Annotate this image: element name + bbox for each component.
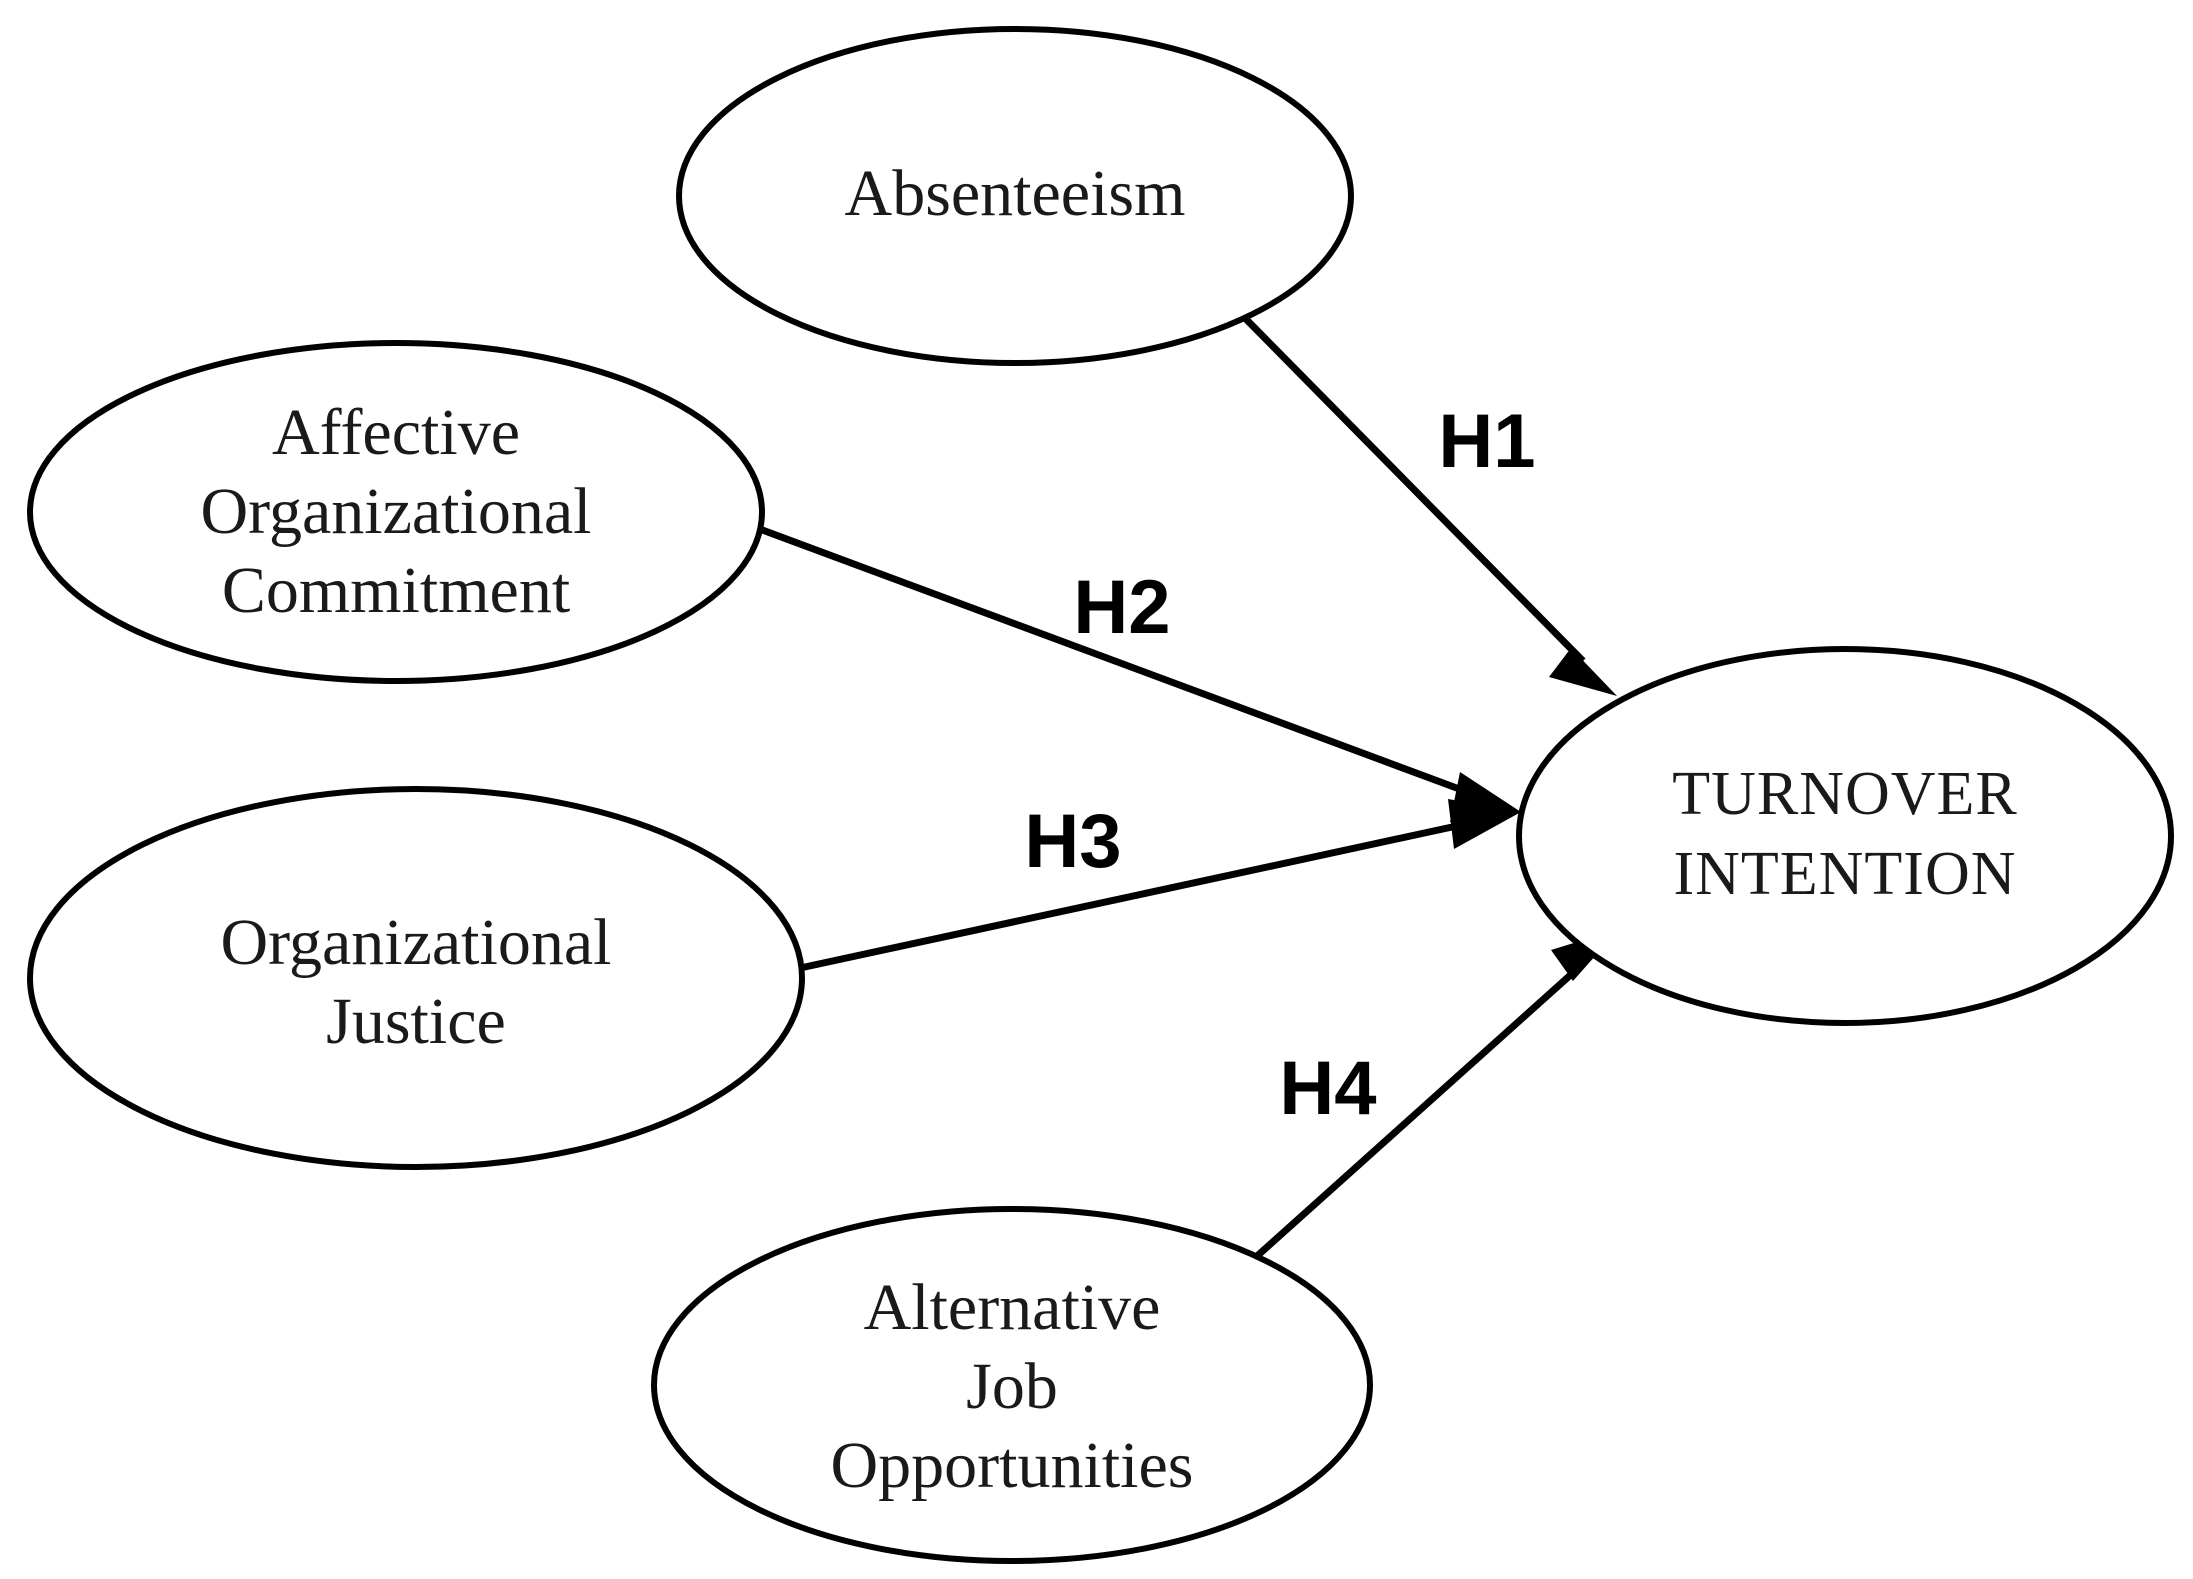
node-turnover-intention-shape [1516, 646, 2174, 1026]
node-turnover-intention[interactable]: TURNOVER INTENTION [1516, 646, 2174, 1026]
node-absenteeism[interactable]: Absenteeism [676, 26, 1354, 366]
node-organizational-justice[interactable]: Organizational Justice [27, 786, 805, 1170]
edge-h3-arrowhead [1448, 799, 1521, 849]
node-organizational-justice-label-line-1: Organizational [221, 906, 612, 979]
edge-h3[interactable]: H3 [790, 799, 1521, 974]
nodes-layer: Absenteeism Affective Organizational Com… [27, 26, 2174, 1564]
node-alternative-job-opportunities-label-line-2: Job [966, 1350, 1058, 1423]
node-alternative-job-opportunities-label-line-1: Alternative [864, 1271, 1161, 1344]
edge-h4-label: H4 [1279, 1046, 1376, 1131]
edge-h3-label: H3 [1024, 799, 1121, 884]
node-absenteeism-shape [676, 26, 1354, 366]
node-absenteeism-label-line-1: Absenteeism [845, 157, 1186, 230]
edge-h2-label: H2 [1073, 565, 1170, 650]
node-alternative-job-opportunities-shape [651, 1206, 1373, 1564]
edge-h3-line [790, 820, 1467, 974]
node-affective-organizational-commitment-shape [27, 340, 765, 684]
edge-h4[interactable]: H4 [1253, 929, 1619, 1260]
node-affective-organizational-commitment[interactable]: Affective Organizational Commitment [27, 340, 765, 684]
node-turnover-intention-label-line-1: TURNOVER [1672, 760, 2018, 828]
node-turnover-intention-label-line-2: INTENTION [1673, 840, 2016, 908]
edge-h2[interactable]: H2 [755, 524, 1521, 822]
node-alternative-job-opportunities-label-line-3: Opportunities [831, 1429, 1194, 1502]
node-organizational-justice-label-line-2: Justice [326, 985, 506, 1058]
edge-h1-arrowhead [1549, 648, 1617, 696]
node-affective-organizational-commitment-label-line-2: Organizational [201, 475, 592, 548]
edge-h4-line [1253, 959, 1588, 1260]
node-alternative-job-opportunities[interactable]: Alternative Job Opportunities [651, 1206, 1373, 1564]
node-affective-organizational-commitment-label-line-1: Affective [272, 396, 520, 469]
edge-h1-line [1238, 311, 1586, 664]
edge-h2-line [755, 524, 1464, 794]
edges-layer: H1 H2 H3 H4 [755, 311, 1619, 1260]
node-organizational-justice-shape [27, 786, 805, 1170]
node-affective-organizational-commitment-label-line-3: Commitment [222, 554, 570, 627]
edge-h1-label: H1 [1438, 399, 1535, 484]
edge-h1[interactable]: H1 [1238, 311, 1617, 696]
